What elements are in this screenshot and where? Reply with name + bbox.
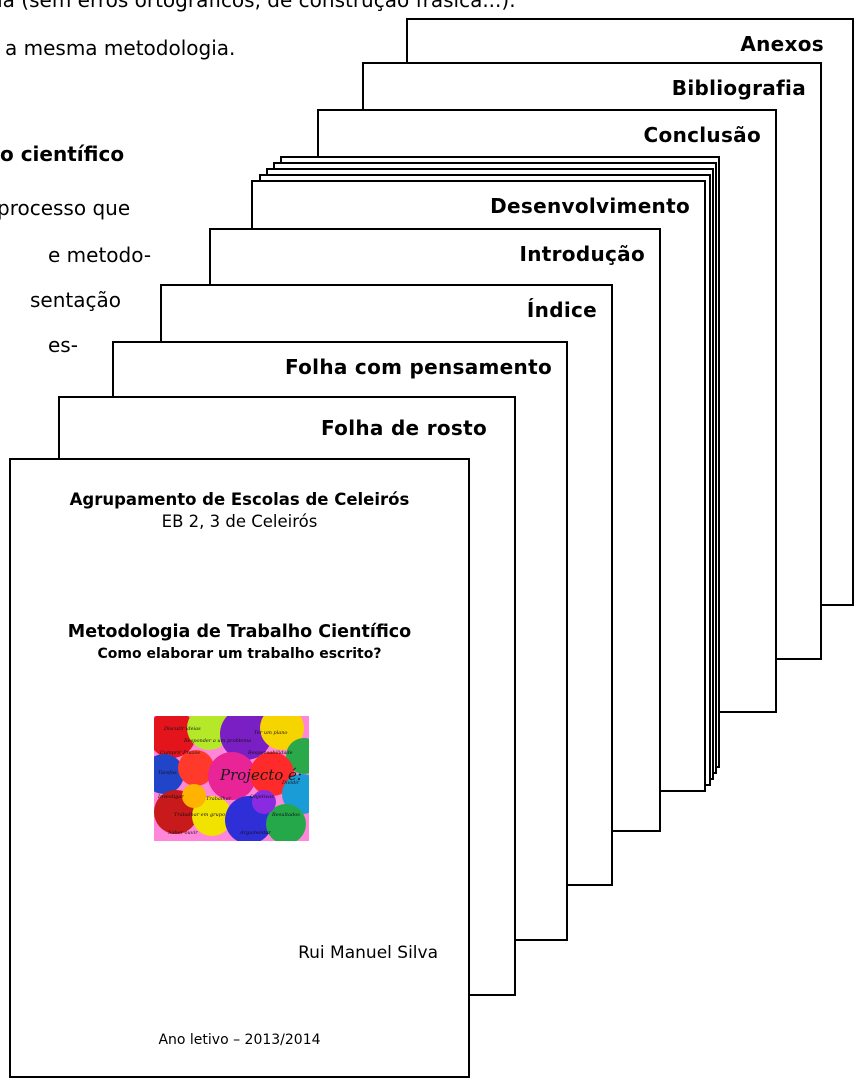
sheet-label-introducao: Introdução bbox=[519, 242, 645, 266]
background-text-line-2: a mesma metodologia. bbox=[5, 36, 236, 60]
collage-word: Trabalhar em grupo bbox=[174, 812, 225, 818]
collage-word: Discutir ideias bbox=[163, 726, 201, 732]
collage-word: Tarefas bbox=[158, 770, 177, 776]
collage-word: Trabalhar bbox=[206, 796, 232, 802]
collage-word: Dividir bbox=[281, 780, 300, 786]
background-text-line-5: sentação bbox=[30, 288, 121, 312]
sheet-label-desenvolvimento: Desenvolvimento bbox=[490, 194, 690, 218]
background-text-line-6: es- bbox=[48, 333, 78, 357]
cover-school-name: Agrupamento de Escolas de Celeirós bbox=[69, 490, 410, 509]
collage-word: Cumprir Prazos bbox=[160, 750, 200, 756]
cover-subtitle: Como elaborar um trabalho escrito? bbox=[97, 646, 382, 662]
cover-title: Metodologia de Trabalho Científico bbox=[67, 622, 412, 642]
collage-word: Saber ouvir bbox=[168, 830, 198, 836]
sheet-label-folha-com-pensamento: Folha com pensamento bbox=[284, 355, 552, 379]
collage-word: Investigar bbox=[157, 794, 184, 800]
cover-author: Rui Manuel Silva bbox=[298, 943, 438, 963]
cover-school-year: Ano letivo – 2013/2014 bbox=[158, 1032, 321, 1048]
cover-page: Agrupamento de Escolas de Celeirós EB 2,… bbox=[9, 458, 470, 1078]
cover-school-unit: EB 2, 3 de Celeirós bbox=[161, 512, 318, 531]
collage-word: Argumentar bbox=[239, 830, 271, 836]
sheet-label-anexos: Anexos bbox=[740, 32, 824, 56]
sheet-label-bibliografia: Bibliografia bbox=[671, 76, 806, 100]
collage-center-text: Projecto é: bbox=[219, 766, 302, 784]
sheet-label-folha-de-rosto: Folha de rosto bbox=[321, 416, 487, 440]
project-collage-image: Projecto é: Discutir ideias Ter um plano… bbox=[154, 716, 309, 841]
collage-word: Responder a um problema bbox=[183, 738, 251, 744]
background-heading: o científico bbox=[0, 142, 125, 166]
background-text-line-4: e metodo- bbox=[48, 243, 152, 267]
sheet-label-conclusao: Conclusão bbox=[643, 123, 761, 147]
collage-word: Ter um plano bbox=[254, 730, 287, 736]
collage-word: Responsabilidade bbox=[247, 750, 293, 756]
background-text-line-3: processo que bbox=[0, 196, 131, 220]
sheet-label-indice: Índice bbox=[526, 298, 597, 322]
collage-word: Objetivos bbox=[250, 794, 274, 800]
collage-word: Resultados bbox=[271, 812, 300, 818]
collage-graphic: Projecto é: Discutir ideias Ter um plano… bbox=[154, 716, 309, 841]
background-text-line-1: ua (sem erros ortográficos, de construçã… bbox=[0, 0, 516, 12]
